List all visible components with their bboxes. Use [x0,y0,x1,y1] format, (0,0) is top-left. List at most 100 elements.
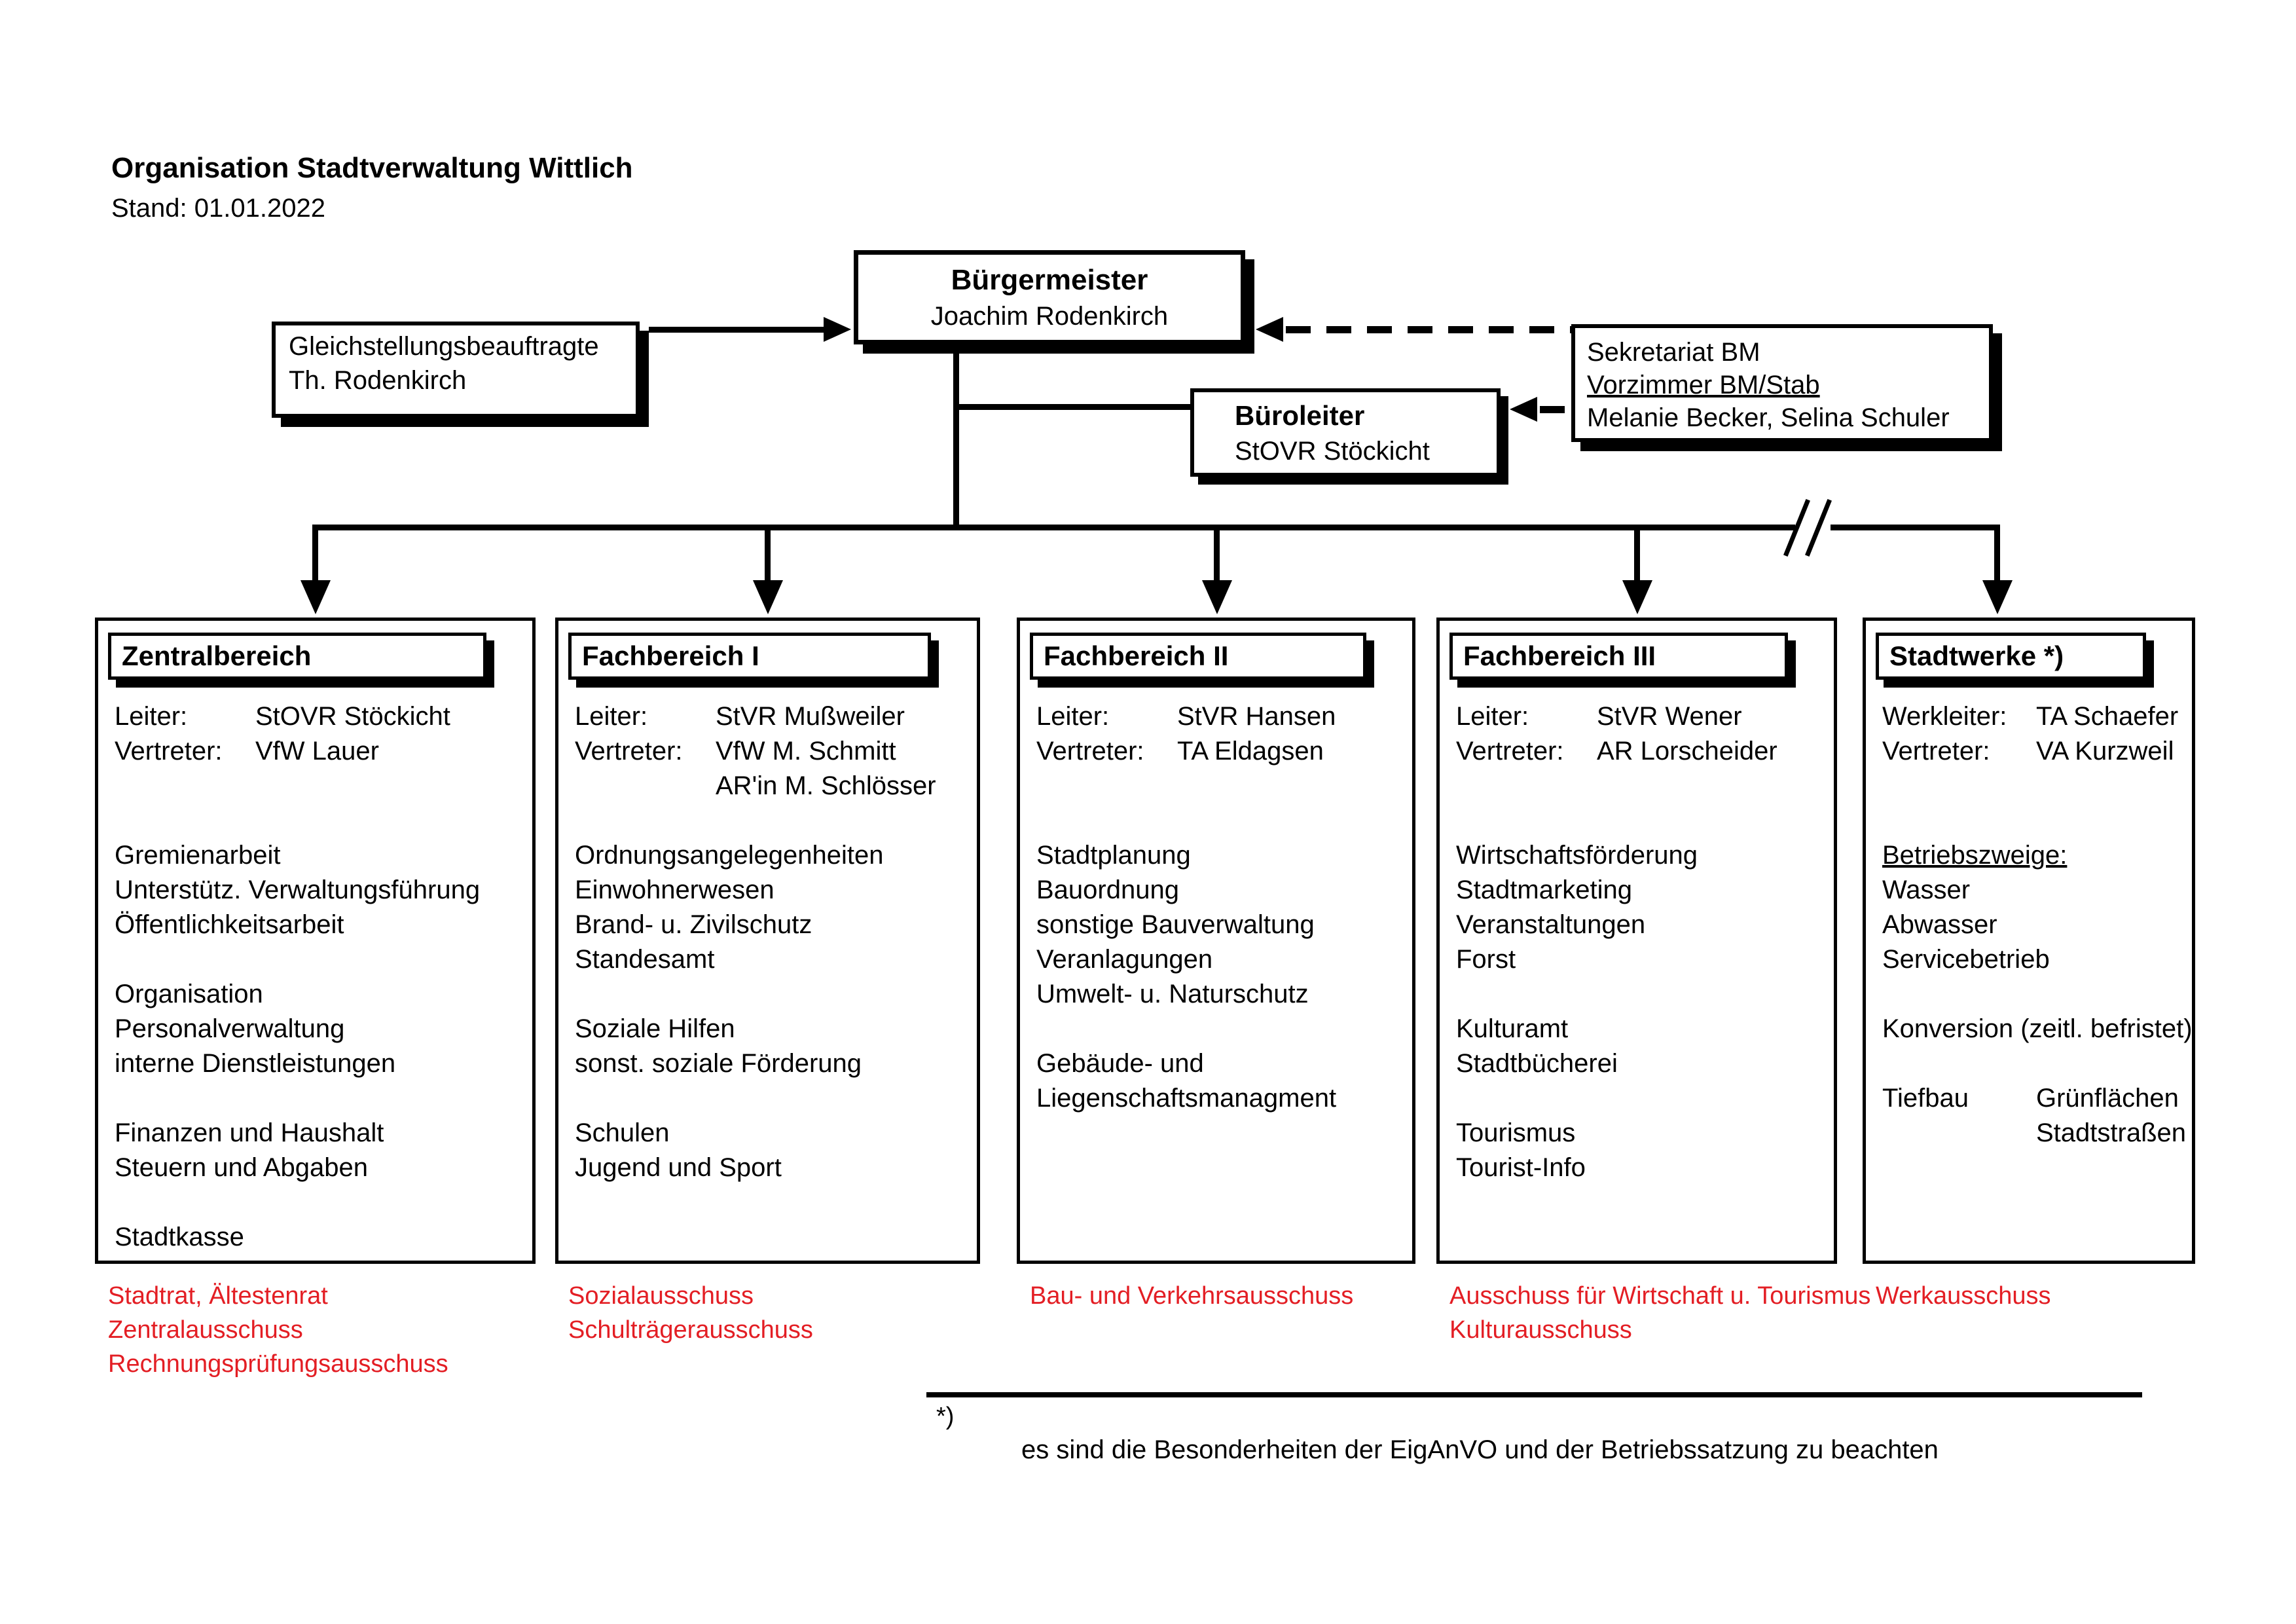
spacer [1456,977,1829,1012]
arrow-fachbereich3-head-icon [1622,580,1652,614]
leader-name: StVR Wener [1597,702,1742,731]
task-item: Unterstütz. Verwaltungsführung [115,876,481,904]
tiefbau-item: Grünflächen [2036,1084,2179,1113]
task-item: Öffentlichkeitsarbeit [115,910,344,939]
deputy-row: Vertreter: VfW Lauer [115,734,527,769]
dept-box-fachbereich-2: Fachbereich II Leiter:StVR Hansen Vertre… [1017,618,1415,1264]
dept-body: Leiter:StVR Mußweiler Vertreter:VfW M. S… [575,699,972,1185]
leader-row: Leiter:StOVR Stöckicht [115,699,527,734]
task-item: Veranstaltungen [1456,910,1646,939]
node-person: StOVR Stöckicht [1235,437,1430,466]
spacer [575,977,972,1012]
spacer [1036,1012,1407,1046]
deputy-name: AR Lorscheider [1597,737,1777,766]
deputy-label: Vertreter: [115,737,223,766]
task-item: Gebäude- und [1036,1049,1204,1078]
spacer [575,1081,972,1116]
leader-name: StVR Hansen [1177,702,1336,731]
task-item: Organisation [115,980,263,1008]
node-gleichstellungsbeauftragte: Gleichstellungsbeauftragte Th. Rodenkirc… [272,322,640,418]
deputy-row: Vertreter:TA Eldagsen [1036,734,1407,769]
line-break-slash-icon [1805,499,1832,557]
page-date: Stand: 01.01.2022 [111,194,325,223]
leader-name: StOVR Stöckicht [255,702,450,731]
node-bueroleiter: Büroleiter StOVR Stöckicht [1190,388,1501,477]
arrow-fachbereich1-shaft [765,527,771,581]
footnote-separator [926,1392,2142,1397]
task-item: Finanzen und Haushalt [115,1118,384,1147]
task-item: Veranlagungen [1036,945,1213,974]
leader-label: Leiter: [575,702,648,731]
committees-fachbereich-1: Sozialausschuss Schulträgerausschuss [568,1279,813,1347]
task-item: Tourist-Info [1456,1153,1586,1182]
leader-row: Werkleiter: TA Schaefer [1882,699,2187,734]
committee-item: Schulträgerausschuss [568,1316,813,1344]
task-item: Soziale Hilfen [575,1014,735,1043]
deputy-row: Vertreter:VA Kurzweil [1882,734,2187,769]
dept-body: Leiter:StOVR Stöckicht Vertreter: VfW Lau… [115,699,527,1255]
node-person: Joachim Rodenkirch [930,302,1169,331]
dept-header-fachbereich-2: Fachbereich II [1030,633,1366,680]
committee-item: Werkausschuss [1876,1282,2051,1310]
dept-box-stadtwerke: Stadtwerke *) Werkleiter: TA Schaefer Ver… [1863,618,2195,1264]
leader-row: Leiter:StVR Hansen [1036,699,1407,734]
connector-bm-bueroleiter-branch [953,404,1190,410]
task-item: Stadtbücherei [1456,1049,1618,1078]
dept-body: Leiter: StVR Wener Vertreter:AR Lorscheid… [1456,699,1829,1185]
branch-item: Abwasser [1882,910,1997,939]
node-persons: Melanie Becker, Selina Schuler [1587,403,1950,432]
task-item: Schulen [575,1118,670,1147]
node-buergermeister: Bürgermeister Joachim Rodenkirch [854,250,1245,344]
leader-name: StVR Mußweiler [716,702,905,731]
deputy-name: VfW Lauer [255,737,379,766]
task-item: Forst [1456,945,1516,974]
leader-label: Leiter: [1456,702,1529,731]
task-item: Jugend und Sport [575,1153,782,1182]
branch-item: Wasser [1882,876,1971,904]
spacer [1882,769,2187,803]
task-item: Umwelt- u. Naturschutz [1036,980,1309,1008]
node-label: Sekretariat BM [1587,338,1760,367]
arrow-zentralbereich-shaft [312,527,318,581]
spacer [1036,803,1407,838]
tiefbau-label: Tiefbau [1882,1084,1969,1113]
spacer [1036,769,1407,803]
deputy-row: Vertreter:AR Lorscheider [1456,734,1829,769]
committees-fachbereich-3: Ausschuss für Wirtschaft u. Tourismus Ku… [1449,1279,1870,1347]
committee-item: Rechnungsprüfungsausschuss [108,1350,448,1378]
deputy2-row: AR'in M. Schlösser [575,769,972,803]
task-item: Ordnungsangelegenheiten [575,841,884,870]
dept-body: Leiter:StVR Hansen Vertreter:TA Eldagsen… [1036,699,1407,1116]
deputy2-name: AR'in M. Schlösser [716,771,936,800]
spacer [115,769,527,803]
dept-header-zentralbereich: Zentralbereich [108,633,486,680]
connector-bm-trunk [953,344,959,530]
distribution-line-left [312,525,1795,530]
committee-item: Ausschuss für Wirtschaft u. Tourismus [1449,1282,1871,1310]
leader-row: Leiter: StVR Wener [1456,699,1829,734]
leader-name: TA Schaefer [2036,702,2179,731]
task-item: Standesamt [575,945,715,974]
spacer [115,1081,527,1116]
dept-box-zentralbereich: Zentralbereich Leiter:StOVR Stöckicht Ve… [95,618,536,1264]
node-label: Gleichstellungsbeauftragte [289,332,599,361]
dept-header-stadtwerke: Stadtwerke *) [1876,633,2146,680]
leader-label: Werkleiter: [1882,702,2007,731]
dept-box-fachbereich-3: Fachbereich III Leiter:StVR Wener Vertre… [1436,618,1837,1264]
committees-fachbereich-2: Bau- und Verkehrsausschuss [1030,1279,1353,1313]
committees-stadtwerke: Werkausschuss [1876,1279,2051,1313]
tiefbau-item: Stadtstraßen [2036,1118,2187,1147]
arrow-fachbereich2-head-icon [1202,580,1232,614]
connector-sekretariat-bueroleiter-arrowhead-icon [1510,397,1537,422]
task-item: interne Dienstleistungen [115,1049,396,1078]
task-item: Stadtmarketing [1456,876,1633,904]
task-item: Steuern und Abgaben [115,1153,369,1182]
task-item: Wirtschaftsförderung [1456,841,1698,870]
footnote-marker: *) [936,1403,955,1430]
connector-gleichstellung-bm-arrowhead-icon [824,317,851,342]
deputy-label: Vertreter: [1882,737,1990,766]
dept-header-fachbereich-1: Fachbereich I [568,633,931,680]
task-item: Tourismus [1456,1118,1576,1147]
spacer [115,1185,527,1220]
connector-gleichstellung-bm-line [649,327,826,333]
